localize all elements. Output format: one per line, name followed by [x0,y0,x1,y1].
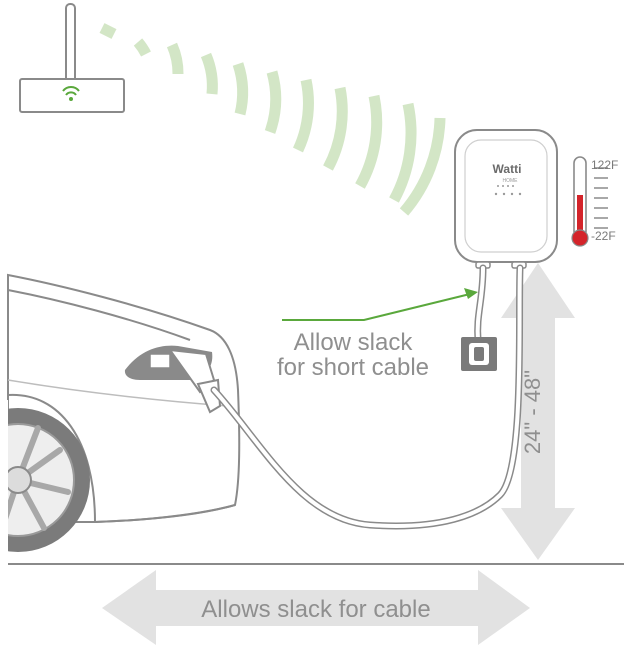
wall-outlet [461,264,497,371]
slack-short-label-line1: Allow slack [294,329,414,356]
height-arrow [501,263,575,560]
charging-plug [124,345,222,414]
temp-high-label: 122F [591,158,618,172]
slack-pointer-arrow [282,288,478,321]
slack-cable-label: Allows slack for cable [201,596,430,623]
charger-sub-logo: HOME [503,178,519,184]
charger-brand-logo: Watti [493,162,522,176]
wall-charger: Watti HOME [454,129,558,269]
slack-short-label-line2: for short cable [277,354,429,381]
car-wheel [0,400,90,560]
charging-cable [210,264,524,530]
temp-low-label: -22F [591,229,616,243]
wifi-router-icon [19,3,125,113]
wifi-signal-waves [99,23,446,216]
thermometer-icon: 122F -22F [571,156,618,247]
height-range-label: 24" - 48" [520,370,545,454]
horizontal-slack-arrow: Allows slack for cable [102,570,530,645]
